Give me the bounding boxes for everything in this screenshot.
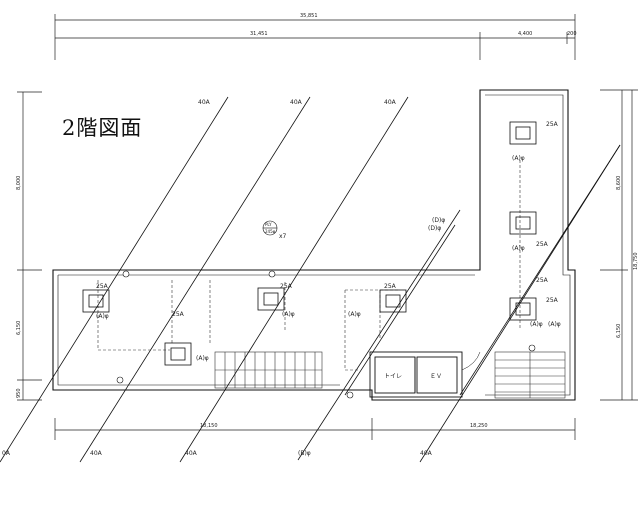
stair-right [494,351,566,399]
pipe-bottom-label-4: (B)φ [298,450,311,457]
dim-top-end: 200 [567,31,577,37]
ply-label: PLY [265,222,272,227]
dim-bottom-right: 18,250 [470,423,488,429]
floor-plan-title: 2階図面 [62,116,143,140]
ply-count: x7 [279,233,287,240]
pipe-bottom-label-3: 40A [185,450,198,457]
dim-top-left: 31,451 [250,31,268,37]
unit-2-size: 25A [172,311,185,318]
unit-6 [509,211,537,235]
right-dimension-lines [600,89,638,401]
unit-3-tag: (A)φ [282,311,295,318]
dim-right-lower: 6,150 [616,324,622,338]
unit-5 [509,121,537,145]
pipe-top-label-1: 40A [198,99,211,106]
unit-1 [82,289,110,313]
pipe-top-label-3: 40A [384,99,397,106]
left-dimension-lines [17,91,42,401]
unit-1-tag: (A)φ [96,313,109,320]
unit-4-size: 25A [384,283,397,290]
unit-8-size: 25A [536,277,549,284]
internal-routes [97,160,521,371]
dim-left-lower: 6,150 [16,321,22,335]
pipe-bottom-label-1: 0A [2,450,11,457]
unit-2-tag: (A)φ [196,355,209,362]
dim-left-bottom: 950 [16,388,22,398]
unit-5-tag: (A)φ [512,155,525,162]
unit-7-tag: (A)φ [530,321,543,328]
room-elevator-label: ＥＶ [430,373,442,380]
top-dimension-lines [54,14,576,60]
stair-left [214,351,323,389]
unit-8-tag: (A)φ [548,321,561,328]
unit-5-size: 25A [546,121,559,128]
unit-3-size: 25A [280,283,293,290]
unit-7-size: 25A [546,297,559,304]
valve-markers [116,270,536,399]
bottom-dimension-lines [54,418,576,440]
unit-4-tag: (A)φ [348,311,361,318]
dim-right-total: 18,750 [633,253,639,271]
room-toilet-label: トイレ [384,373,402,380]
toilet-ev-block [369,351,481,398]
unit-2 [164,342,192,366]
ply-marker [262,220,278,236]
dim-right-upper: 8,600 [616,176,622,190]
pipe-bottom-label-2: 40A [90,450,103,457]
dim-top-total: 35,851 [300,13,318,19]
pipe-top-label-2: 40A [290,99,303,106]
unit-7 [509,297,537,321]
unit-6-size: 25A [536,241,549,248]
unit-3 [257,287,285,311]
dim-top-right: 4,400 [518,31,532,37]
building-outline [52,89,576,401]
riser-label-2: (D)φ [428,225,441,232]
riser-label-1: (D)φ [432,217,445,224]
dim-left-upper: 8,000 [16,176,22,190]
unit-4 [379,289,407,313]
dim-bottom-left: 18,150 [200,423,218,429]
pipe-lines [0,96,621,463]
unit-1-size: 25A [96,283,109,290]
unit-6-tag: (A)φ [512,245,525,252]
pipe-bottom-label-5: 40A [420,450,433,457]
ply-size: 245φ [265,229,276,234]
